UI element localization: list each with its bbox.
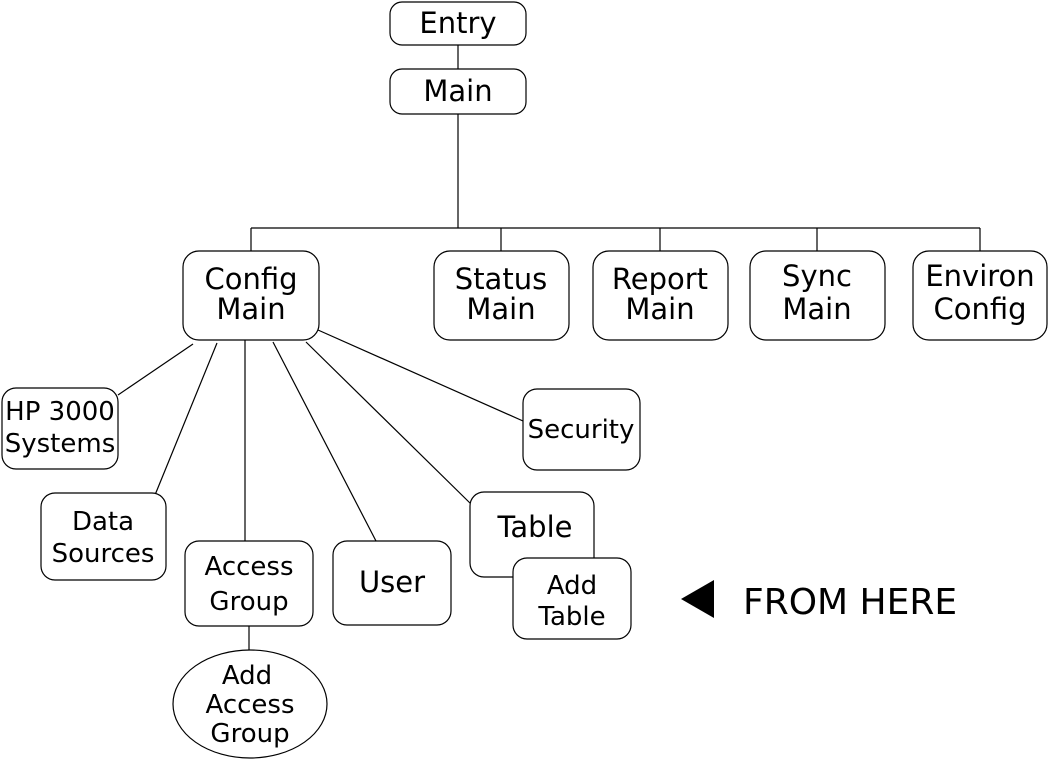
pointer-arrow-icon: [681, 580, 714, 618]
node-table[interactable]: Table: [469, 491, 595, 578]
node-hp3000-systems[interactable]: HP 3000 Systems: [1, 387, 119, 470]
node-report-main[interactable]: Report Main: [592, 250, 729, 341]
node-add-table-line-2: Table: [537, 602, 605, 632]
node-status-main-line-1: Status: [455, 262, 547, 296]
node-user-label: User: [359, 565, 425, 599]
node-sync-main[interactable]: Sync Main: [749, 250, 886, 341]
edge-config-user: [272, 341, 377, 542]
connectors: [117, 45, 981, 650]
node-environ-config[interactable]: Environ Config: [912, 250, 1048, 341]
node-hp3000-systems-line-1: HP 3000: [5, 397, 115, 427]
node-main[interactable]: Main: [389, 68, 527, 115]
node-config-main-line-1: Config: [204, 262, 297, 296]
node-status-main-line-2: Main: [466, 292, 535, 326]
node-access-group-line-1: Access: [204, 552, 293, 582]
node-entry[interactable]: Entry: [389, 1, 527, 46]
node-access-group-line-2: Group: [209, 587, 288, 617]
node-status-main[interactable]: Status Main: [433, 250, 570, 341]
node-add-access-group-line-2: Access: [205, 690, 294, 720]
node-main-label: Main: [423, 74, 492, 108]
node-report-main-line-2: Main: [625, 292, 694, 326]
node-data-sources[interactable]: Data Sources: [40, 492, 167, 581]
node-data-sources-line-1: Data: [72, 507, 134, 537]
node-sync-main-line-1: Sync: [782, 259, 852, 293]
node-add-access-group[interactable]: Add Access Group: [172, 649, 328, 759]
node-config-main-line-2: Main: [216, 292, 285, 326]
node-environ-config-line-2: Config: [933, 292, 1026, 326]
node-table-label: Table: [497, 510, 573, 544]
node-add-access-group-line-3: Group: [210, 719, 289, 749]
pointer-label: FROM HERE: [743, 582, 957, 623]
node-environ-config-line-1: Environ: [925, 259, 1034, 293]
node-data-sources-line-2: Sources: [52, 539, 155, 569]
node-config-main[interactable]: Config Main: [182, 250, 320, 341]
edge-config-hp3000: [117, 343, 194, 396]
node-entry-label: Entry: [419, 6, 496, 40]
node-add-access-group-line-1: Add: [222, 661, 272, 691]
node-user[interactable]: User: [332, 540, 452, 626]
from-here-pointer: FROM HERE: [681, 580, 957, 623]
edge-config-security: [317, 329, 524, 422]
node-hp3000-systems-line-2: Systems: [5, 429, 116, 459]
node-add-table[interactable]: Add Table: [512, 557, 632, 640]
node-security-label: Security: [528, 415, 635, 445]
node-access-group[interactable]: Access Group: [184, 540, 314, 627]
edge-config-table: [305, 341, 473, 506]
node-add-table-line-1: Add: [547, 571, 597, 601]
edge-config-data-sources: [154, 342, 218, 496]
node-security[interactable]: Security: [522, 388, 641, 471]
node-report-main-line-1: Report: [612, 262, 708, 296]
node-sync-main-line-2: Main: [782, 292, 851, 326]
